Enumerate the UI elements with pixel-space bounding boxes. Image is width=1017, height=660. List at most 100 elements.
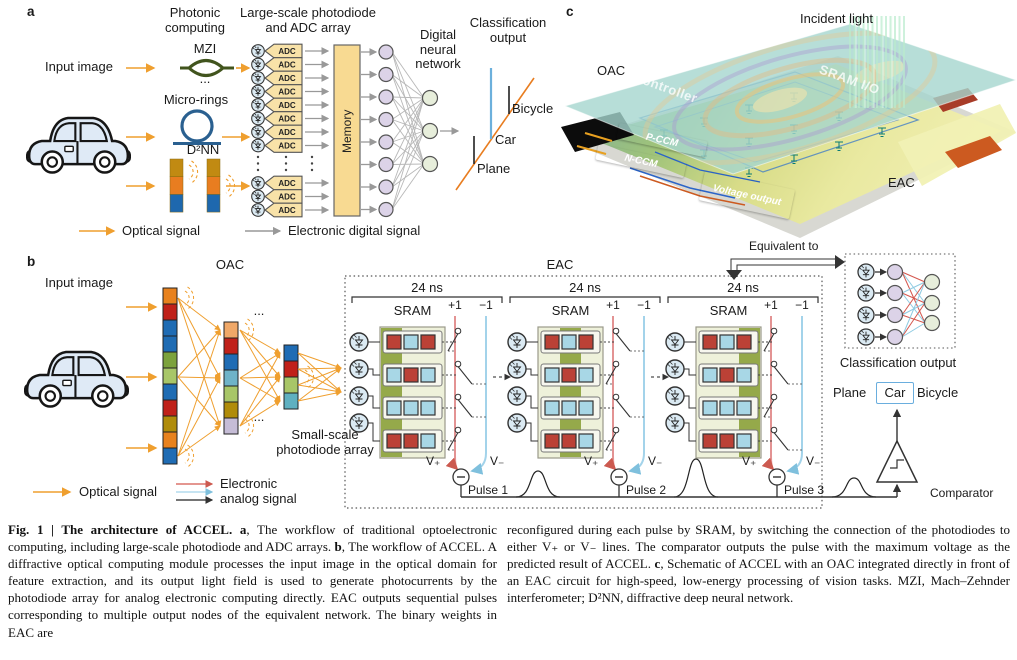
pulse-label: Pulse 3 (784, 483, 825, 497)
adc-text: ADC (278, 101, 296, 110)
photodiode-adc-row: ADC (251, 70, 330, 86)
photodiode-icon (507, 386, 527, 406)
photodiode-icon (665, 359, 685, 379)
adc-box (264, 111, 303, 126)
diffraction-arcs (188, 160, 199, 184)
switch-pivot (770, 360, 778, 368)
oac-vector-cell (162, 431, 178, 449)
v-plus-label: V₊ (426, 454, 441, 468)
oac-vector-cell (162, 447, 178, 465)
photodiode-adc-row: ADC (251, 84, 330, 99)
panel-a-label: a (27, 4, 35, 19)
sram-weight-cell (702, 367, 718, 383)
class-bicycle-b: Bicycle (917, 385, 959, 400)
pulse-waveform (673, 458, 719, 498)
adc-text: ADC (278, 142, 296, 151)
adc-text: ADC (278, 115, 296, 124)
d2nn-layer-bar (206, 176, 221, 195)
eac-sram-block (349, 296, 561, 498)
eac-label-c: EAC (888, 175, 915, 190)
nn-output-node (923, 273, 941, 291)
v-plus-label: V₊ (742, 454, 757, 468)
adc-box (264, 175, 303, 191)
header-photodiode-adc: Large-scale photodiode and ADC array (240, 5, 376, 35)
sram-weight-cell (420, 334, 436, 350)
switch-pivot (770, 327, 778, 335)
time-bracket (509, 296, 661, 303)
nn-input-node (378, 66, 394, 83)
caption-left-column: Fig. 1 | The architecture of ACCEL. a, T… (8, 521, 497, 641)
switch-pivot (612, 426, 620, 434)
legend-analog-label-b: Electronic analog signal (220, 476, 297, 506)
nn-input-node (378, 111, 394, 128)
adc-text: ADC (278, 179, 296, 188)
oac-vector-cell (223, 321, 239, 339)
photodiode-adc-row: ADC (251, 97, 330, 113)
mzi-ellipsis: ... (199, 71, 211, 86)
equivalent-to-label: Equivalent to (749, 239, 819, 253)
oac-vector-cell (283, 360, 299, 378)
photodiode-icon (507, 359, 527, 379)
time-slot-label: 24 ns (727, 280, 759, 295)
adc-box (264, 202, 303, 218)
photodiode-icon (857, 306, 875, 324)
panel-c-label: c (566, 4, 574, 19)
sram-weight-cell (736, 400, 752, 416)
caption-text: , The workflow of ACCEL. A diffractive o… (8, 539, 497, 640)
switch-pivot (612, 327, 620, 335)
mzi-label: MZI (193, 41, 217, 56)
pulse-waveform (831, 477, 877, 498)
class-car-a: Car (495, 132, 516, 147)
active-column-stripe (560, 328, 581, 457)
plus-one-label: +1 (764, 298, 778, 312)
transistor-glyph (835, 141, 843, 151)
incident-light-label: Incident light (800, 11, 873, 26)
photodiode-icon (251, 203, 265, 217)
oac-vector-cell (162, 367, 178, 385)
active-column-stripe (381, 328, 402, 457)
oac-vector-cell (162, 335, 178, 353)
nn-input-node (378, 134, 394, 150)
adc-text: ADC (278, 193, 296, 202)
d2nn-layer-bar (169, 158, 184, 177)
input-image-label-b: Input image (45, 275, 113, 290)
plus-one-label: +1 (448, 298, 462, 312)
plus-one-label: +1 (606, 298, 620, 312)
memory-text: Memory (340, 110, 354, 153)
transistor-glyph (790, 154, 798, 164)
diffraction-pattern (642, 30, 938, 166)
caption-text: b (334, 539, 342, 555)
comparator-label: Comparator (930, 486, 994, 500)
photodiode-adc-row: ADC (251, 202, 330, 218)
oac-vector-cell (223, 369, 239, 387)
active-column-stripe (739, 328, 760, 457)
adc-text: ADC (278, 206, 296, 215)
photodiode-adc-row: ADC (251, 124, 330, 140)
sram-weight-cell (736, 433, 752, 449)
sram-weight-cell (420, 433, 436, 449)
sram-weight-cell (403, 367, 419, 383)
adc-box (264, 43, 303, 59)
sram-weight-cell (719, 334, 735, 350)
sram-weight-cell (719, 400, 735, 416)
photodiode-icon (251, 111, 265, 126)
photodiode-icon (251, 138, 265, 153)
minus-one-label: −1 (479, 298, 493, 312)
diffraction-arcs (184, 286, 194, 310)
photodiode-adc-row: ADC (251, 111, 330, 126)
oac-vector-cell (223, 401, 239, 419)
sram-weight-cell (544, 400, 560, 416)
caption-text: , The workflow of traditional optoelectr… (8, 522, 497, 555)
photodiode-icon (349, 359, 369, 379)
sram-weight-cell (578, 367, 594, 383)
legend-optical-label-b: Optical signal (79, 484, 158, 499)
oac-vector-cell (223, 337, 239, 355)
photodiode-adc-row: ADC (251, 138, 330, 153)
small-scale-photodiode-label: Small-scale photodiode array (276, 427, 374, 457)
minus-one-label: −1 (637, 298, 651, 312)
d2nn-layer-bar (169, 194, 184, 213)
chip-orange-block (945, 136, 1002, 168)
adc-box (264, 97, 303, 113)
nn-output-node (923, 314, 941, 332)
